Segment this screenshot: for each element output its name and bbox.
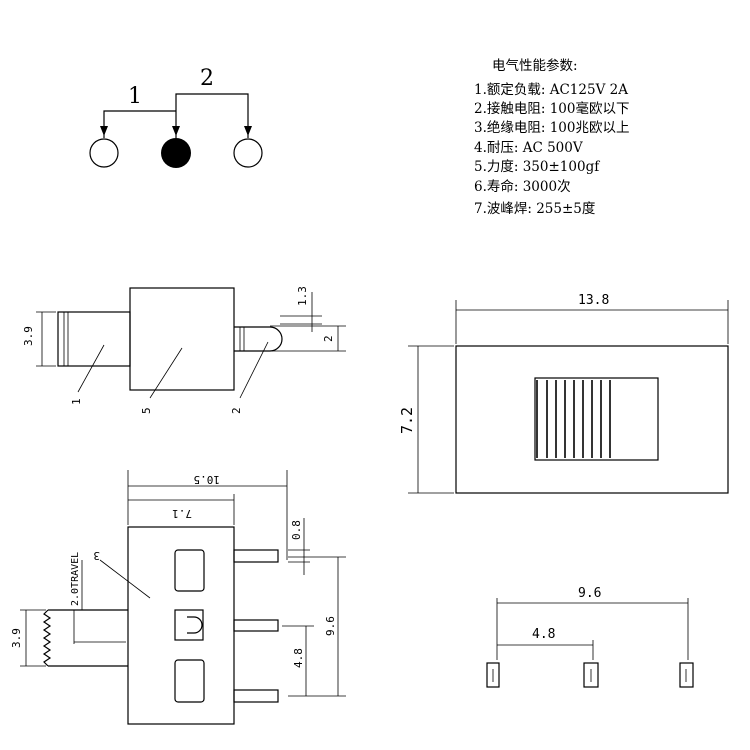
pad-middle: [583, 662, 599, 688]
side-body: [129, 287, 235, 391]
dim-pitch: 4.8: [292, 648, 305, 668]
bottom-view: 10.5 7.1 0.8 9.6 4.8 3.9 2.0TRAVEL 3: [10, 470, 346, 725]
dim-actuator: 3.9: [10, 628, 23, 648]
spec-item: 5.力度: 350±100gf: [474, 159, 600, 175]
dim-footprint-pitch: 4.8: [532, 627, 555, 642]
dim-pin-thickness: 1.3: [296, 286, 309, 306]
side-pin: [234, 326, 283, 352]
spec-item: 6.寿命: 3000次: [474, 178, 571, 195]
electrical-specs: 电气性能参数: 1.额定负载: AC125V 2A 2.接触电阻: 100毫欧以…: [474, 57, 630, 217]
dim-bottom-body: 7.1: [172, 507, 192, 520]
spec-item: 1.额定负载: AC125V 2A: [474, 82, 628, 98]
pad-right: [679, 662, 694, 688]
pin-lead-middle: [233, 619, 279, 632]
dim-bottom-total: 10.5: [194, 473, 221, 486]
pad-left: [486, 662, 500, 688]
callout-2: 2: [230, 407, 243, 414]
spec-item: 2.接触电阻: 100毫欧以下: [474, 100, 630, 117]
pin-label-2: 2: [200, 66, 214, 91]
schematic-arrows: [100, 126, 252, 136]
terminal-common-circle: [161, 138, 191, 168]
pin-label-1: 1: [128, 84, 142, 109]
pin-lead-bottom: [233, 689, 279, 703]
callout-3: 3: [93, 549, 100, 562]
pcb-footprint: 9.6 4.8: [486, 586, 694, 688]
terminal-left-circle: [89, 138, 119, 168]
specs-title: 电气性能参数:: [492, 57, 578, 74]
dim-top-length: 13.8: [578, 293, 609, 308]
top-view: 13.8 7.2: [398, 293, 729, 494]
callout-1: 1: [70, 398, 83, 405]
bottom-actuator: [48, 609, 128, 667]
top-body: [455, 345, 729, 494]
spec-item: 7.波峰焊: 255±5度: [474, 201, 595, 217]
dim-top-width: 7.2: [398, 407, 416, 434]
slider-window: [534, 377, 659, 461]
pin-slot-middle: [174, 609, 204, 641]
dim-footprint-total: 9.6: [578, 586, 601, 601]
dim-side-height: 3.9: [22, 326, 35, 346]
side-actuator: [57, 311, 131, 367]
terminal-right-circle: [233, 138, 263, 168]
spec-item: 4.耐压: AC 500V: [474, 140, 583, 156]
side-view: 3.9 1.3 2 1 5 2: [22, 286, 346, 414]
travel-label: 2.0TRAVEL: [70, 552, 81, 606]
spec-item: 3.绝缘电阻: 100兆欧以上: [474, 120, 630, 136]
bottom-body: [127, 526, 235, 725]
pin-slot-bottom: [174, 659, 205, 703]
switch-schematic: 1 2: [89, 66, 263, 168]
dim-pitch-total: 9.6: [324, 616, 337, 636]
callout-5: 5: [140, 407, 153, 414]
pin-slot-top: [174, 549, 205, 592]
dim-pin-width: 0.8: [290, 520, 303, 540]
pin-lead-top: [233, 549, 279, 563]
dim-pin-gap: 2: [322, 335, 335, 342]
